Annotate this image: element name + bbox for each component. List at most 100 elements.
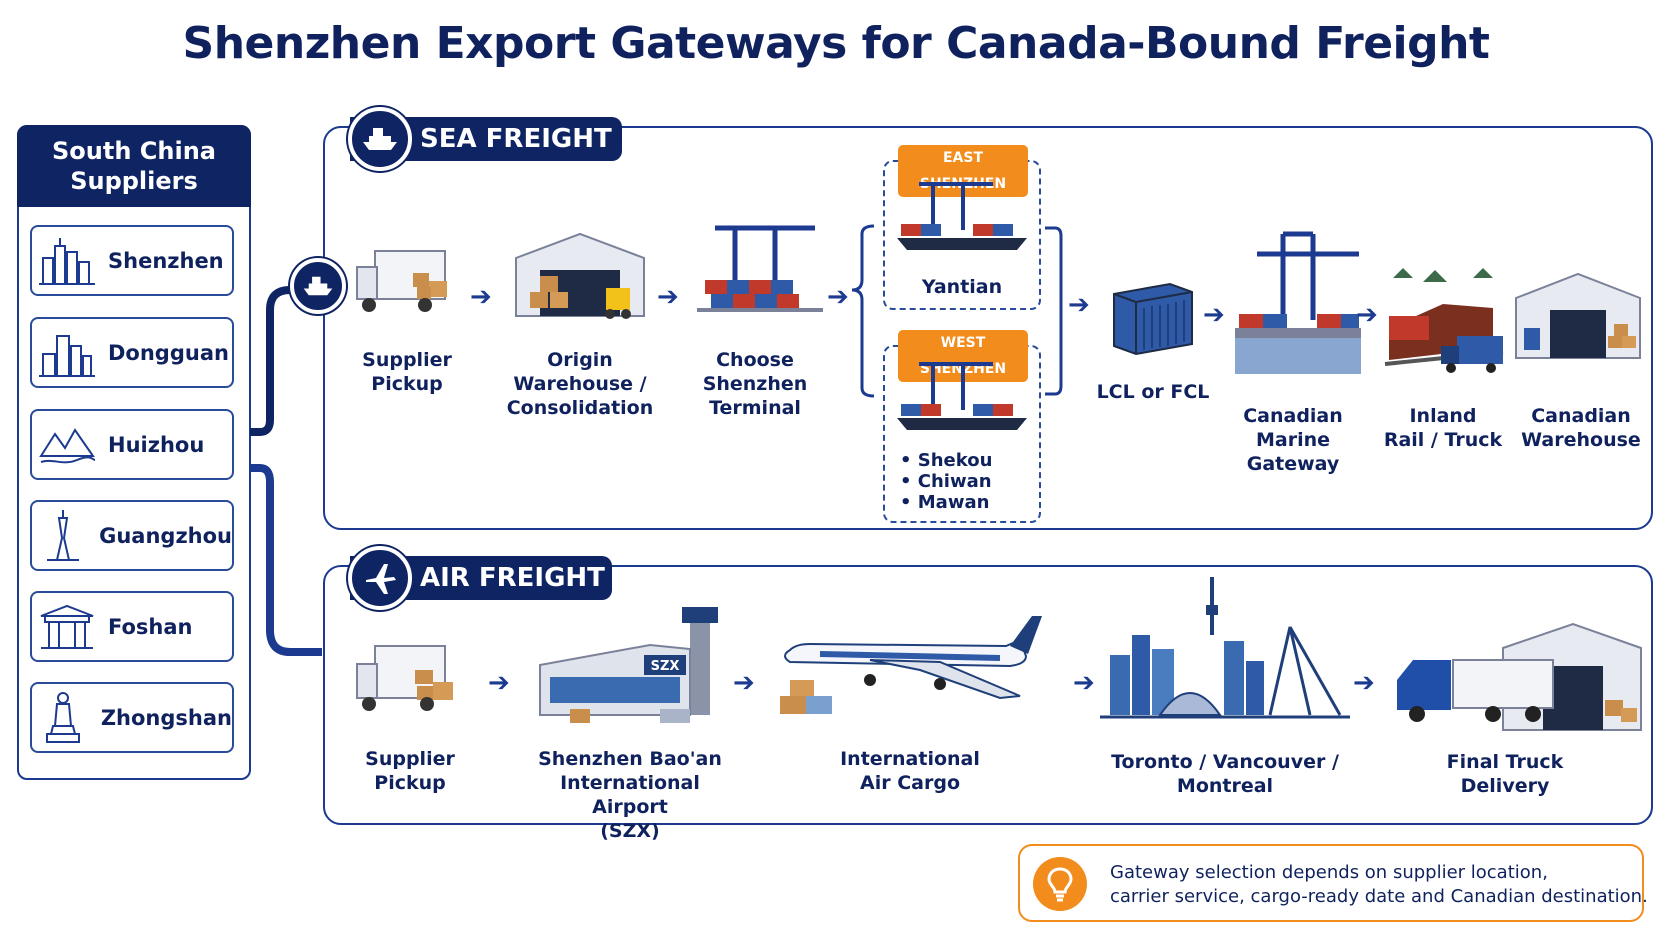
label-line: Shenzhen Bao'an — [538, 748, 722, 770]
arrow-right-icon: ➔ — [1203, 300, 1225, 330]
label-line: Warehouse / — [513, 373, 647, 395]
merge-bracket — [1045, 226, 1063, 396]
city-label: Zhongshan — [100, 705, 232, 730]
tower-icon — [32, 506, 93, 566]
ship-icon — [290, 258, 346, 314]
label-line: Supplier — [365, 748, 455, 770]
note-box — [1018, 844, 1644, 922]
air-connector — [250, 464, 322, 656]
air-step-delivery-label: Final Truck Delivery — [1430, 750, 1580, 798]
port-item: • Mawan — [900, 492, 990, 513]
port-crane-icon — [897, 362, 1027, 430]
label-line: Montreal — [1176, 775, 1274, 797]
arrow-right-icon: ➔ — [657, 282, 679, 312]
label-line: Pickup — [371, 373, 443, 395]
supplier-connectors — [250, 286, 322, 656]
arrow-right-icon: ➔ — [1353, 668, 1375, 698]
label-line: Canadian — [1531, 405, 1631, 427]
west-port-list: • Shekou • Chiwan • Mawan — [900, 450, 992, 513]
city-label: Foshan — [108, 614, 193, 639]
warehouse-icon — [515, 232, 645, 319]
truck-icon — [356, 250, 447, 312]
label-line: Pickup — [374, 772, 446, 794]
lightbulb-icon — [1033, 857, 1087, 911]
temple-icon — [32, 597, 102, 657]
terminal-crane-icon — [697, 225, 823, 312]
label-line: International Airport — [560, 772, 700, 818]
label-line: Shenzhen — [702, 373, 808, 395]
sea-step-terminal-label: Choose Shenzhen Terminal — [690, 348, 820, 420]
branch-bracket — [851, 224, 875, 398]
label-line: International — [840, 748, 980, 770]
gateway-crane-icon — [1235, 231, 1361, 374]
arrow-right-icon: ➔ — [1073, 668, 1095, 698]
label-line: Warehouse — [1521, 429, 1641, 451]
label-line: Final Truck — [1446, 751, 1564, 773]
label-line: Air Cargo — [860, 772, 960, 794]
label-line: Inland — [1409, 405, 1477, 427]
label-line: Supplier — [362, 349, 452, 371]
air-step-cargo-label: International Air Cargo — [820, 747, 1000, 795]
label-line: Consolidation — [506, 397, 654, 419]
arrow-right-icon: ➔ — [733, 668, 755, 698]
arrow-right-icon: ➔ — [827, 282, 849, 312]
label-line: Choose — [716, 349, 794, 371]
canadian-cities-icon — [1100, 577, 1350, 719]
suppliers-heading: South China Suppliers — [17, 125, 251, 207]
port-item: • Shekou — [900, 450, 993, 471]
label-line: Terminal — [709, 397, 801, 419]
city-card-dongguan: Dongguan — [30, 317, 234, 388]
label-line: Canadian — [1243, 405, 1343, 427]
air-freight-tab-label: AIR FREIGHT — [420, 563, 605, 593]
air-freight-tab: AIR FREIGHT — [350, 556, 612, 600]
east-port-label: Yantian — [921, 276, 1003, 298]
truck-icon — [356, 645, 453, 711]
note-text: Gateway selection depends on supplier lo… — [1110, 861, 1648, 909]
port-item: • Chiwan — [900, 471, 992, 492]
airplane-icon — [348, 546, 412, 610]
arrow-right-icon: ➔ — [488, 668, 510, 698]
arrow-right-icon: ➔ — [1068, 290, 1090, 320]
skyline-icon — [32, 231, 102, 291]
skyline-icon — [32, 323, 102, 383]
sea-step-warehouse-label: Origin Warehouse / Consolidation — [505, 348, 655, 420]
label-line: Delivery — [1460, 775, 1550, 797]
page-title: Shenzhen Export Gateways for Canada-Boun… — [182, 18, 1490, 69]
sea-step-gateway-label: Canadian Marine Gateway — [1223, 404, 1363, 476]
city-label: Guangzhou — [99, 523, 232, 548]
sea-step-pickup-label: Supplier Pickup — [347, 348, 467, 396]
suppliers-heading-line2: Suppliers — [70, 167, 198, 195]
label-line: Rail / Truck — [1383, 429, 1503, 451]
sea-connector — [250, 286, 322, 436]
label-line: Toronto / Vancouver / — [1111, 751, 1339, 773]
arrow-right-icon: ➔ — [1356, 300, 1378, 330]
sea-step-inland-label: Inland Rail / Truck — [1378, 404, 1508, 452]
note-line: Gateway selection depends on supplier lo… — [1110, 862, 1548, 883]
statue-icon — [32, 688, 95, 748]
ship-icon — [348, 107, 412, 171]
label-line: Gateway — [1246, 453, 1340, 475]
air-step-pickup-label: Supplier Pickup — [350, 747, 470, 795]
container-icon — [1113, 282, 1193, 356]
airport-sign: SZX — [651, 659, 680, 674]
city-card-guangzhou: Guangzhou — [30, 500, 234, 571]
arrow-right-icon: ➔ — [470, 282, 492, 312]
city-card-huizhou: Huizhou — [30, 409, 234, 480]
city-label: Dongguan — [108, 340, 229, 365]
suppliers-heading-line1: South China — [52, 137, 216, 165]
sea-step-cwarehouse-label: Canadian Warehouse — [1513, 404, 1649, 452]
train-truck-icon — [1384, 268, 1504, 373]
airport-icon: SZX — [539, 607, 718, 723]
city-label: Shenzhen — [108, 248, 224, 273]
sea-freight-tab-label: SEA FREIGHT — [420, 124, 612, 154]
air-step-airport-label: Shenzhen Bao'an International Airport (S… — [520, 747, 740, 843]
delivery-truck-icon — [1397, 622, 1642, 731]
mountain-icon — [32, 415, 102, 475]
port-crane-icon — [897, 182, 1027, 250]
label-line: (SZX) — [600, 820, 660, 842]
label-line: Origin — [547, 349, 613, 371]
warehouse-icon — [1515, 272, 1641, 359]
city-card-foshan: Foshan — [30, 591, 234, 662]
sea-step-lcl-label: LCL or FCL — [1096, 381, 1210, 403]
city-label: Huizhou — [108, 432, 205, 457]
